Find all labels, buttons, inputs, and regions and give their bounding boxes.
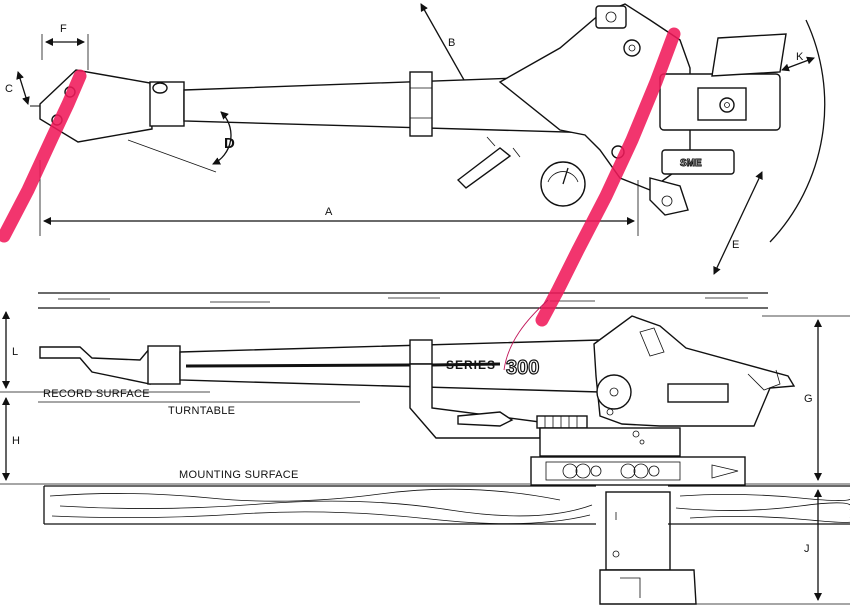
counterweight-knob xyxy=(719,97,735,113)
annotation-hairline xyxy=(503,299,549,371)
record-surface-caption: RECORD SURFACE xyxy=(43,388,150,400)
dimension-d-arc xyxy=(212,111,232,165)
dimension-k-line xyxy=(781,56,815,72)
pillar xyxy=(539,427,681,457)
side-view-dimensions: L H G J xyxy=(2,311,822,601)
side-lift-lever xyxy=(457,411,514,427)
dimension-e-line xyxy=(713,171,763,275)
dimension-c-line xyxy=(16,71,30,105)
top-view: SME xyxy=(30,3,826,243)
dimension-j-label: J xyxy=(804,543,810,555)
side-headshell xyxy=(39,346,151,385)
dimension-g-label: G xyxy=(804,393,813,405)
dimension-c-label: C xyxy=(5,83,13,95)
mounting-surface-caption: MOUNTING SURFACE xyxy=(179,469,299,481)
collar-screw xyxy=(152,82,168,94)
side-view-arm: SERIES 300 xyxy=(39,315,796,605)
side-counterweight-window xyxy=(667,383,729,403)
arm-lift-lever xyxy=(456,147,512,189)
maker-logo: SME xyxy=(680,158,702,169)
top-view-dimensions: A B F C D E K xyxy=(5,3,815,275)
dimension-l-label: L xyxy=(12,346,18,358)
dimension-e-label: E xyxy=(732,239,739,251)
turntable-caption: TURNTABLE xyxy=(168,405,235,417)
series-label: SERIES xyxy=(446,358,496,372)
arm-ring-clamp xyxy=(409,71,433,137)
mount-clamp xyxy=(599,569,697,605)
counterweight-window xyxy=(697,87,747,121)
dimension-b-label: B xyxy=(448,37,455,49)
pivot-bearing xyxy=(623,39,641,57)
side-arm-ring xyxy=(409,339,433,365)
dimension-d-label: D xyxy=(224,135,235,152)
side-collar xyxy=(147,345,181,385)
k-sweep-arc xyxy=(769,19,826,243)
platter-edge xyxy=(38,292,768,309)
logo-plate xyxy=(661,149,735,175)
knurled-ring xyxy=(536,415,588,429)
counterweight-end-plate xyxy=(711,33,787,77)
dimension-h-label: H xyxy=(12,435,20,447)
highlighter-annotations xyxy=(0,27,681,371)
mount-stem xyxy=(605,491,671,571)
dimension-b-line xyxy=(420,3,465,81)
dimension-f-label: F xyxy=(60,23,67,35)
highlight-stroke-pivot xyxy=(535,27,681,327)
side-pivot-housing xyxy=(593,315,796,427)
model-number: 300 xyxy=(506,357,539,379)
wood-mounting-board xyxy=(43,485,850,525)
top-mount-tab xyxy=(595,5,627,29)
side-pivot-knob xyxy=(596,374,632,410)
highlight-stroke-headshell xyxy=(0,69,87,243)
reference-lines: RECORD SURFACE TURNTABLE MOUNTING SURFAC… xyxy=(0,315,850,605)
dimension-k-label: K xyxy=(796,51,804,63)
side-arm-stripe xyxy=(185,363,411,368)
dimension-a-label: A xyxy=(325,206,333,218)
